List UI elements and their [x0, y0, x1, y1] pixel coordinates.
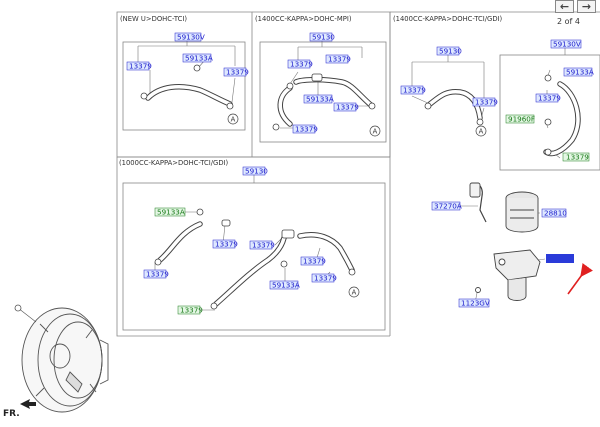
part-label[interactable]: 59130	[309, 33, 335, 42]
svg-text:13379: 13379	[129, 62, 152, 71]
svg-text:13379: 13379	[215, 240, 238, 249]
booster-bolt-head	[14, 304, 22, 312]
callout-label[interactable]: A	[231, 116, 236, 124]
part-label[interactable]: 13379	[212, 240, 238, 249]
svg-text:13379: 13379	[146, 270, 169, 279]
svg-text:91960F: 91960F	[508, 115, 535, 124]
callout-circle	[227, 113, 239, 125]
part-label[interactable]: 37270A	[431, 202, 462, 211]
part-label[interactable]: 13379	[333, 103, 359, 112]
part-label[interactable]: 13379	[325, 55, 351, 64]
svg-text:13379: 13379	[336, 103, 359, 112]
part-label[interactable]: 59130	[436, 47, 462, 56]
section-header-s3: (1400CC-KAPPA>DOHC-TCI/GDI)	[393, 15, 503, 23]
svg-text:59130V: 59130V	[177, 33, 205, 42]
callout-circle	[475, 125, 487, 137]
part-label[interactable]: 13379	[126, 62, 152, 71]
section-header-s1: (NEW U>DOHC-TCI)	[120, 15, 187, 23]
part-label[interactable]: 13379	[143, 270, 169, 279]
svg-text:59133A: 59133A	[566, 68, 594, 77]
inner-box-s2	[259, 41, 387, 143]
air-pump-assembly	[469, 182, 541, 301]
inner-box-s3	[499, 54, 600, 171]
arrow-right-icon: →	[581, 0, 592, 13]
next-page-button[interactable]: →	[577, 0, 596, 13]
arrow-left-icon: ←	[559, 0, 570, 13]
previous-page-button[interactable]: ←	[555, 0, 574, 13]
callout-label[interactable]: A	[352, 289, 357, 297]
part-labels: 59130V 13379 59133A 13379 59130 13379 13…	[126, 33, 594, 315]
part-label[interactable]: 1123GV	[458, 299, 490, 308]
svg-text:59133A: 59133A	[272, 281, 300, 290]
callout-label[interactable]: A	[373, 128, 378, 136]
booster-bolt	[17, 307, 37, 323]
section-frame-s4	[116, 156, 390, 337]
svg-text:13379: 13379	[328, 55, 351, 64]
part-label[interactable]: 13379	[177, 306, 203, 315]
callout-circle	[369, 125, 381, 137]
part-label[interactable]: 59133A	[303, 95, 334, 104]
part-label[interactable]: 59133A	[182, 54, 213, 63]
svg-text:13379: 13379	[314, 274, 337, 283]
part-label[interactable]: 59133A	[154, 208, 186, 217]
part-label[interactable]: 13379	[311, 274, 337, 283]
inner-box-s1	[122, 41, 246, 131]
part-label[interactable]: 13379	[562, 153, 589, 162]
svg-text:13379: 13379	[226, 68, 249, 77]
front-arrow-icon	[20, 399, 36, 409]
brake-booster	[21, 307, 109, 413]
svg-text:59130: 59130	[439, 47, 462, 56]
svg-text:59130: 59130	[245, 167, 268, 176]
section-header-s4: (1000CC-KAPPA>DOHC-TCI/GDI)	[119, 159, 229, 167]
svg-text:13379: 13379	[538, 94, 561, 103]
highlight-marker	[546, 254, 574, 263]
callout-circle	[348, 286, 360, 298]
svg-text:59130V: 59130V	[553, 40, 581, 49]
callout-label[interactable]: A	[479, 128, 484, 136]
front-direction-label: FR.	[3, 409, 20, 419]
svg-text:59130: 59130	[312, 33, 335, 42]
part-label[interactable]: 28810	[541, 209, 567, 218]
part-label[interactable]: 13379	[300, 257, 326, 266]
svg-text:28810: 28810	[544, 209, 567, 218]
part-label[interactable]: 13379	[249, 241, 275, 250]
part-label[interactable]: 13379	[292, 125, 318, 134]
svg-text:13379: 13379	[475, 98, 498, 107]
svg-text:1123GV: 1123GV	[461, 299, 490, 308]
svg-text:13379: 13379	[566, 153, 589, 162]
section-header-s2: (1400CC-KAPPA>DOHC-MPI)	[255, 15, 352, 23]
part-label[interactable]: 13379	[223, 68, 249, 77]
svg-text:13379: 13379	[290, 60, 313, 69]
part-label[interactable]: 59130V	[550, 40, 582, 49]
part-label[interactable]: 59133A	[563, 68, 594, 77]
part-label[interactable]: 13379	[472, 98, 498, 107]
svg-text:59133A: 59133A	[306, 95, 334, 104]
callouts: A A A A	[227, 113, 487, 298]
page-indicator: 2 of 4	[557, 17, 580, 26]
red-pointer-arrow	[567, 263, 593, 295]
svg-text:13379: 13379	[180, 306, 203, 315]
section-frame-s3	[389, 11, 600, 336]
part-label[interactable]: 59130	[242, 167, 268, 176]
svg-text:13379: 13379	[303, 257, 326, 266]
part-label[interactable]: 13379	[287, 60, 313, 69]
hoses	[145, 76, 581, 307]
svg-text:59133A: 59133A	[185, 54, 213, 63]
svg-text:13379: 13379	[403, 86, 426, 95]
part-label[interactable]: 59130V	[174, 33, 205, 42]
svg-text:37270A: 37270A	[434, 202, 462, 211]
svg-text:13379: 13379	[295, 125, 318, 134]
svg-text:13379: 13379	[252, 241, 275, 250]
part-label[interactable]: 13379	[535, 94, 561, 103]
part-label[interactable]: 13379	[400, 86, 426, 95]
part-label[interactable]: 91960F	[505, 115, 535, 124]
part-label[interactable]: 59133A	[269, 281, 300, 290]
svg-text:59133A: 59133A	[157, 208, 185, 217]
